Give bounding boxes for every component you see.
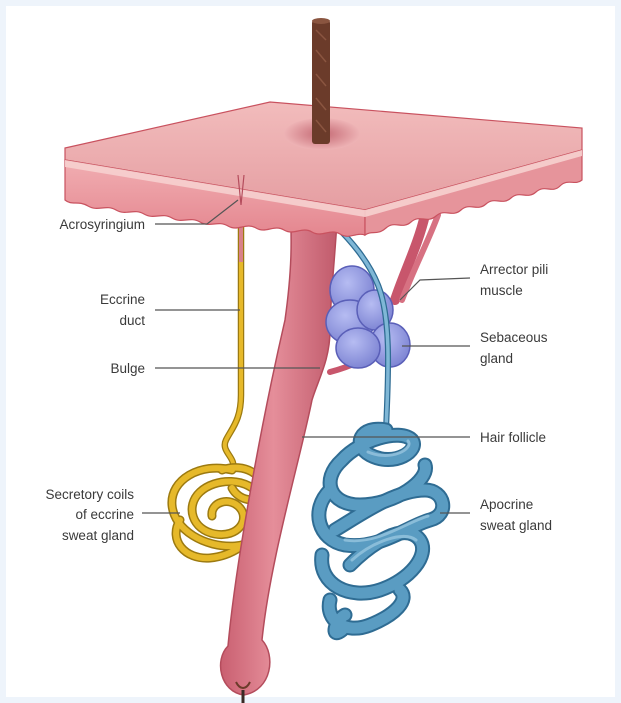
label-sebaceous-line2: gland: [480, 351, 513, 366]
label-acrosyringium: Acrosyringium: [59, 217, 145, 232]
label-hair-follicle: Hair follicle: [480, 430, 546, 445]
hair-shaft: [312, 18, 330, 144]
label-secretory-line3: sweat gland: [62, 528, 134, 543]
label-arrector-line2: muscle: [480, 283, 523, 298]
label-secretory-line1: Secretory coils: [45, 487, 134, 502]
label-eccrine-duct-line2: duct: [119, 313, 145, 328]
label-arrector-line1: Arrector pili: [480, 262, 548, 277]
label-sebaceous-line1: Sebaceous: [480, 330, 548, 345]
label-bulge: Bulge: [110, 361, 145, 376]
label-eccrine-duct-line1: Eccrine: [100, 292, 145, 307]
label-apocrine-line2: sweat gland: [480, 518, 552, 533]
label-secretory-line2: of eccrine: [75, 507, 134, 522]
label-apocrine-line1: Apocrine: [480, 497, 533, 512]
